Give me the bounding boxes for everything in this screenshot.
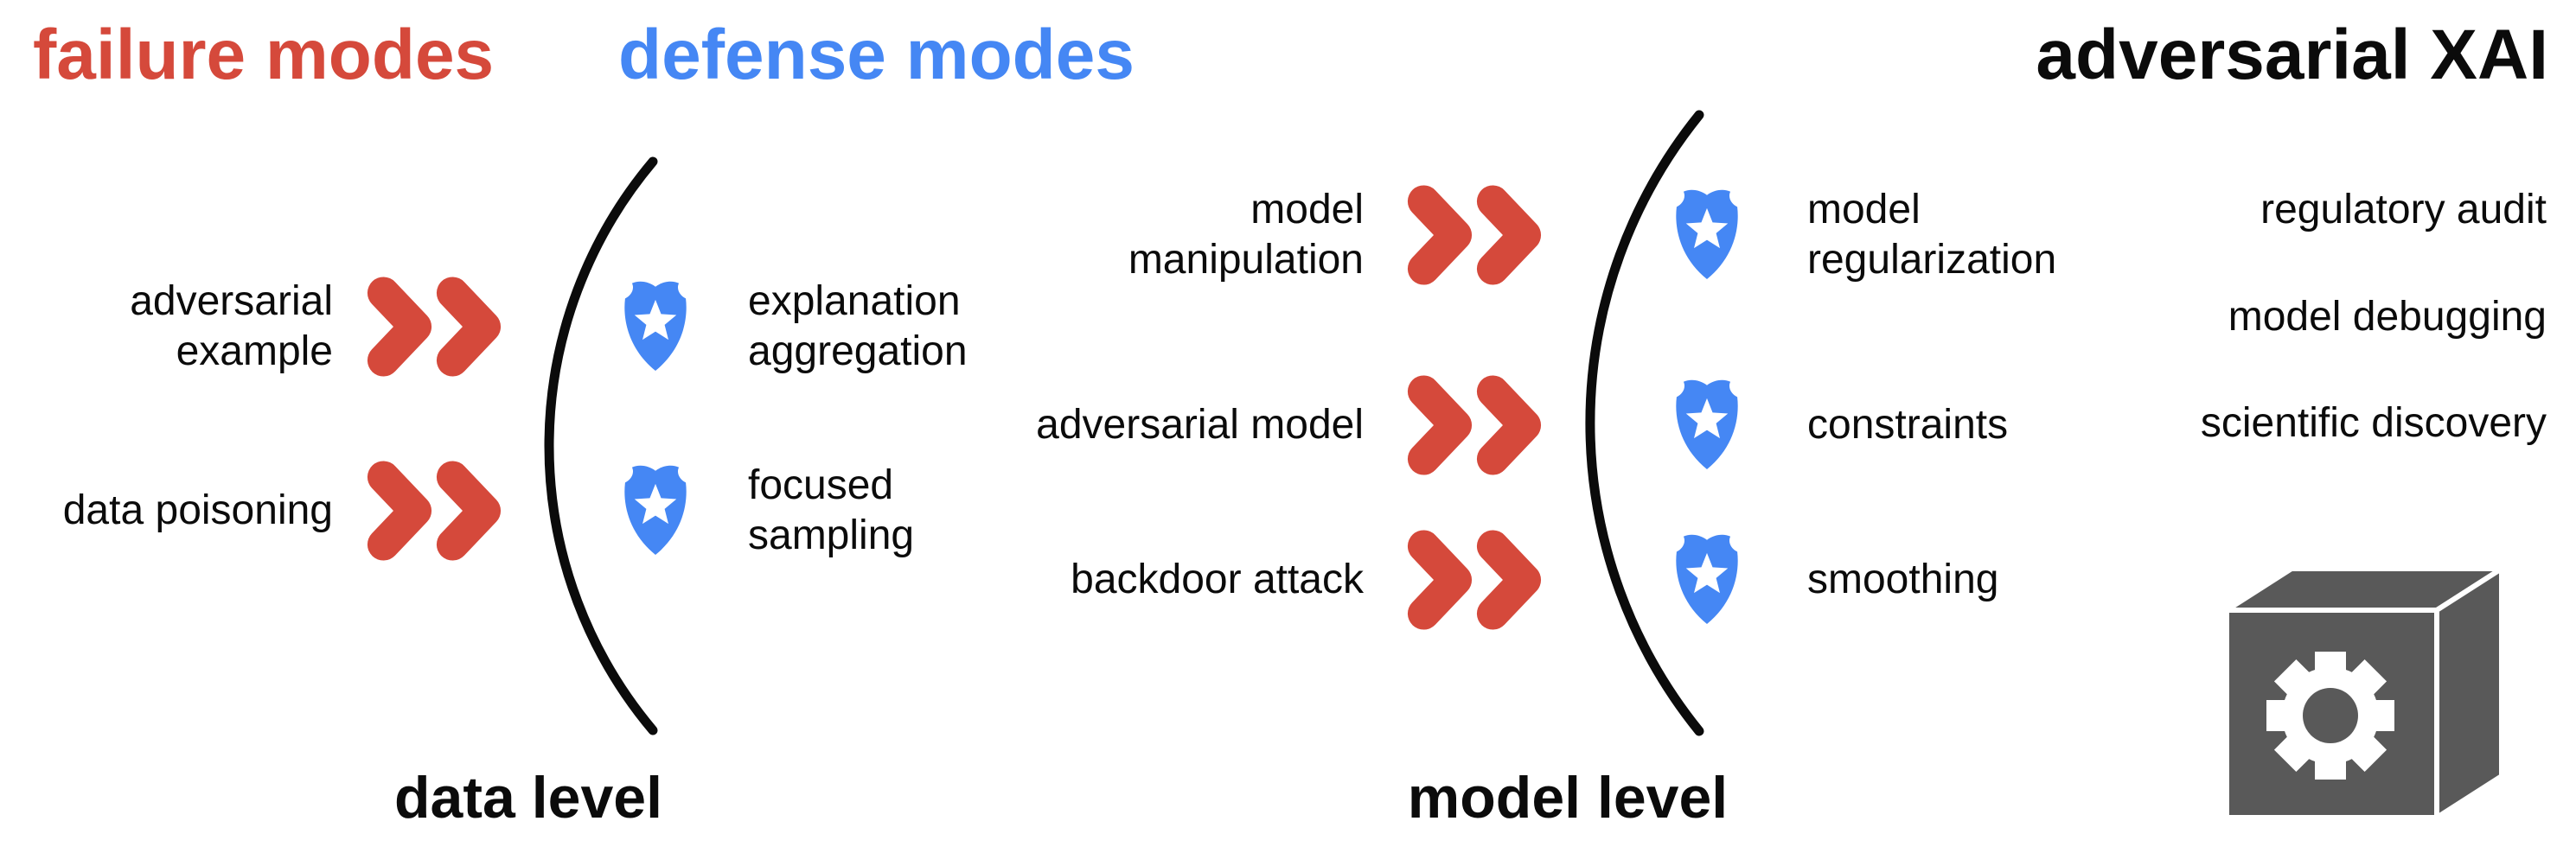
page-title: adversarial XAI (2036, 16, 2548, 94)
double-chevron-right-icon (1407, 185, 1542, 285)
defense-label-smoothing: smoothing (1807, 555, 1998, 605)
application-label-regulatory-audit: regulatory audit (1643, 185, 2547, 235)
shield-star-icon (624, 281, 687, 372)
failure-label-adversarial-model: adversarial model (778, 400, 1364, 450)
application-label-line: scientific discovery (2200, 400, 2547, 446)
defense-label-line: sampling (748, 512, 915, 558)
failure-label-model-manipulation: model manipulation (778, 185, 1364, 285)
application-label-line: model debugging (2228, 294, 2547, 340)
failure-label-line: adversarial (130, 278, 333, 324)
double-chevron-right-icon (1407, 530, 1542, 630)
failure-label-backdoor-attack: backdoor attack (778, 555, 1364, 605)
failure-label-adversarial-example: adversarial example (0, 277, 333, 377)
defense-label-focused-sampling: focused sampling (748, 461, 914, 561)
application-label-model-debugging: model debugging (1643, 292, 2547, 342)
double-chevron-right-icon (367, 461, 502, 561)
double-chevron-right-icon (1407, 375, 1542, 475)
black-box-gear-icon (2225, 567, 2503, 819)
failure-label-line: backdoor attack (1071, 557, 1364, 602)
application-label-scientific-discovery: scientific discovery (1643, 398, 2547, 449)
double-chevron-right-icon (367, 277, 502, 377)
defense-label-line: explanation (748, 278, 961, 324)
failure-label-line: adversarial model (1036, 402, 1364, 448)
gear-icon (2266, 652, 2394, 780)
defense-label-model-regularization: model regularization (1807, 185, 2056, 285)
defense-label-line: focused (748, 462, 894, 508)
failure-label-line: model (1250, 187, 1364, 232)
defense-label-line: smoothing (1807, 557, 1999, 602)
defense-label-line: aggregation (748, 328, 968, 374)
failure-label-line: example (176, 328, 333, 374)
defense-label-constraints: constraints (1807, 400, 2008, 450)
application-label-line: regulatory audit (2260, 187, 2547, 232)
failure-label-line: data poisoning (62, 487, 333, 533)
shield-star-icon (624, 465, 687, 556)
defense-label-explanation-aggregation: explanation aggregation (748, 277, 968, 377)
model-level-arc (1585, 110, 1704, 736)
defense-label-line: regularization (1807, 237, 2057, 283)
failure-label-line: manipulation (1128, 237, 1364, 283)
data-level-label: data level (394, 765, 662, 831)
shield-star-icon (1676, 379, 1738, 470)
defense-label-line: constraints (1807, 402, 2009, 448)
failure-label-data-poisoning: data poisoning (0, 486, 333, 536)
defense-label-line: model (1807, 187, 1921, 232)
defense-modes-heading: defense modes (618, 16, 1135, 94)
box-side-face (2434, 567, 2503, 819)
failure-modes-heading: failure modes (33, 16, 495, 94)
data-level-arc (544, 156, 658, 735)
model-level-label: model level (1407, 765, 1729, 831)
shield-star-icon (1676, 534, 1738, 625)
shield-star-icon (1676, 189, 1738, 280)
